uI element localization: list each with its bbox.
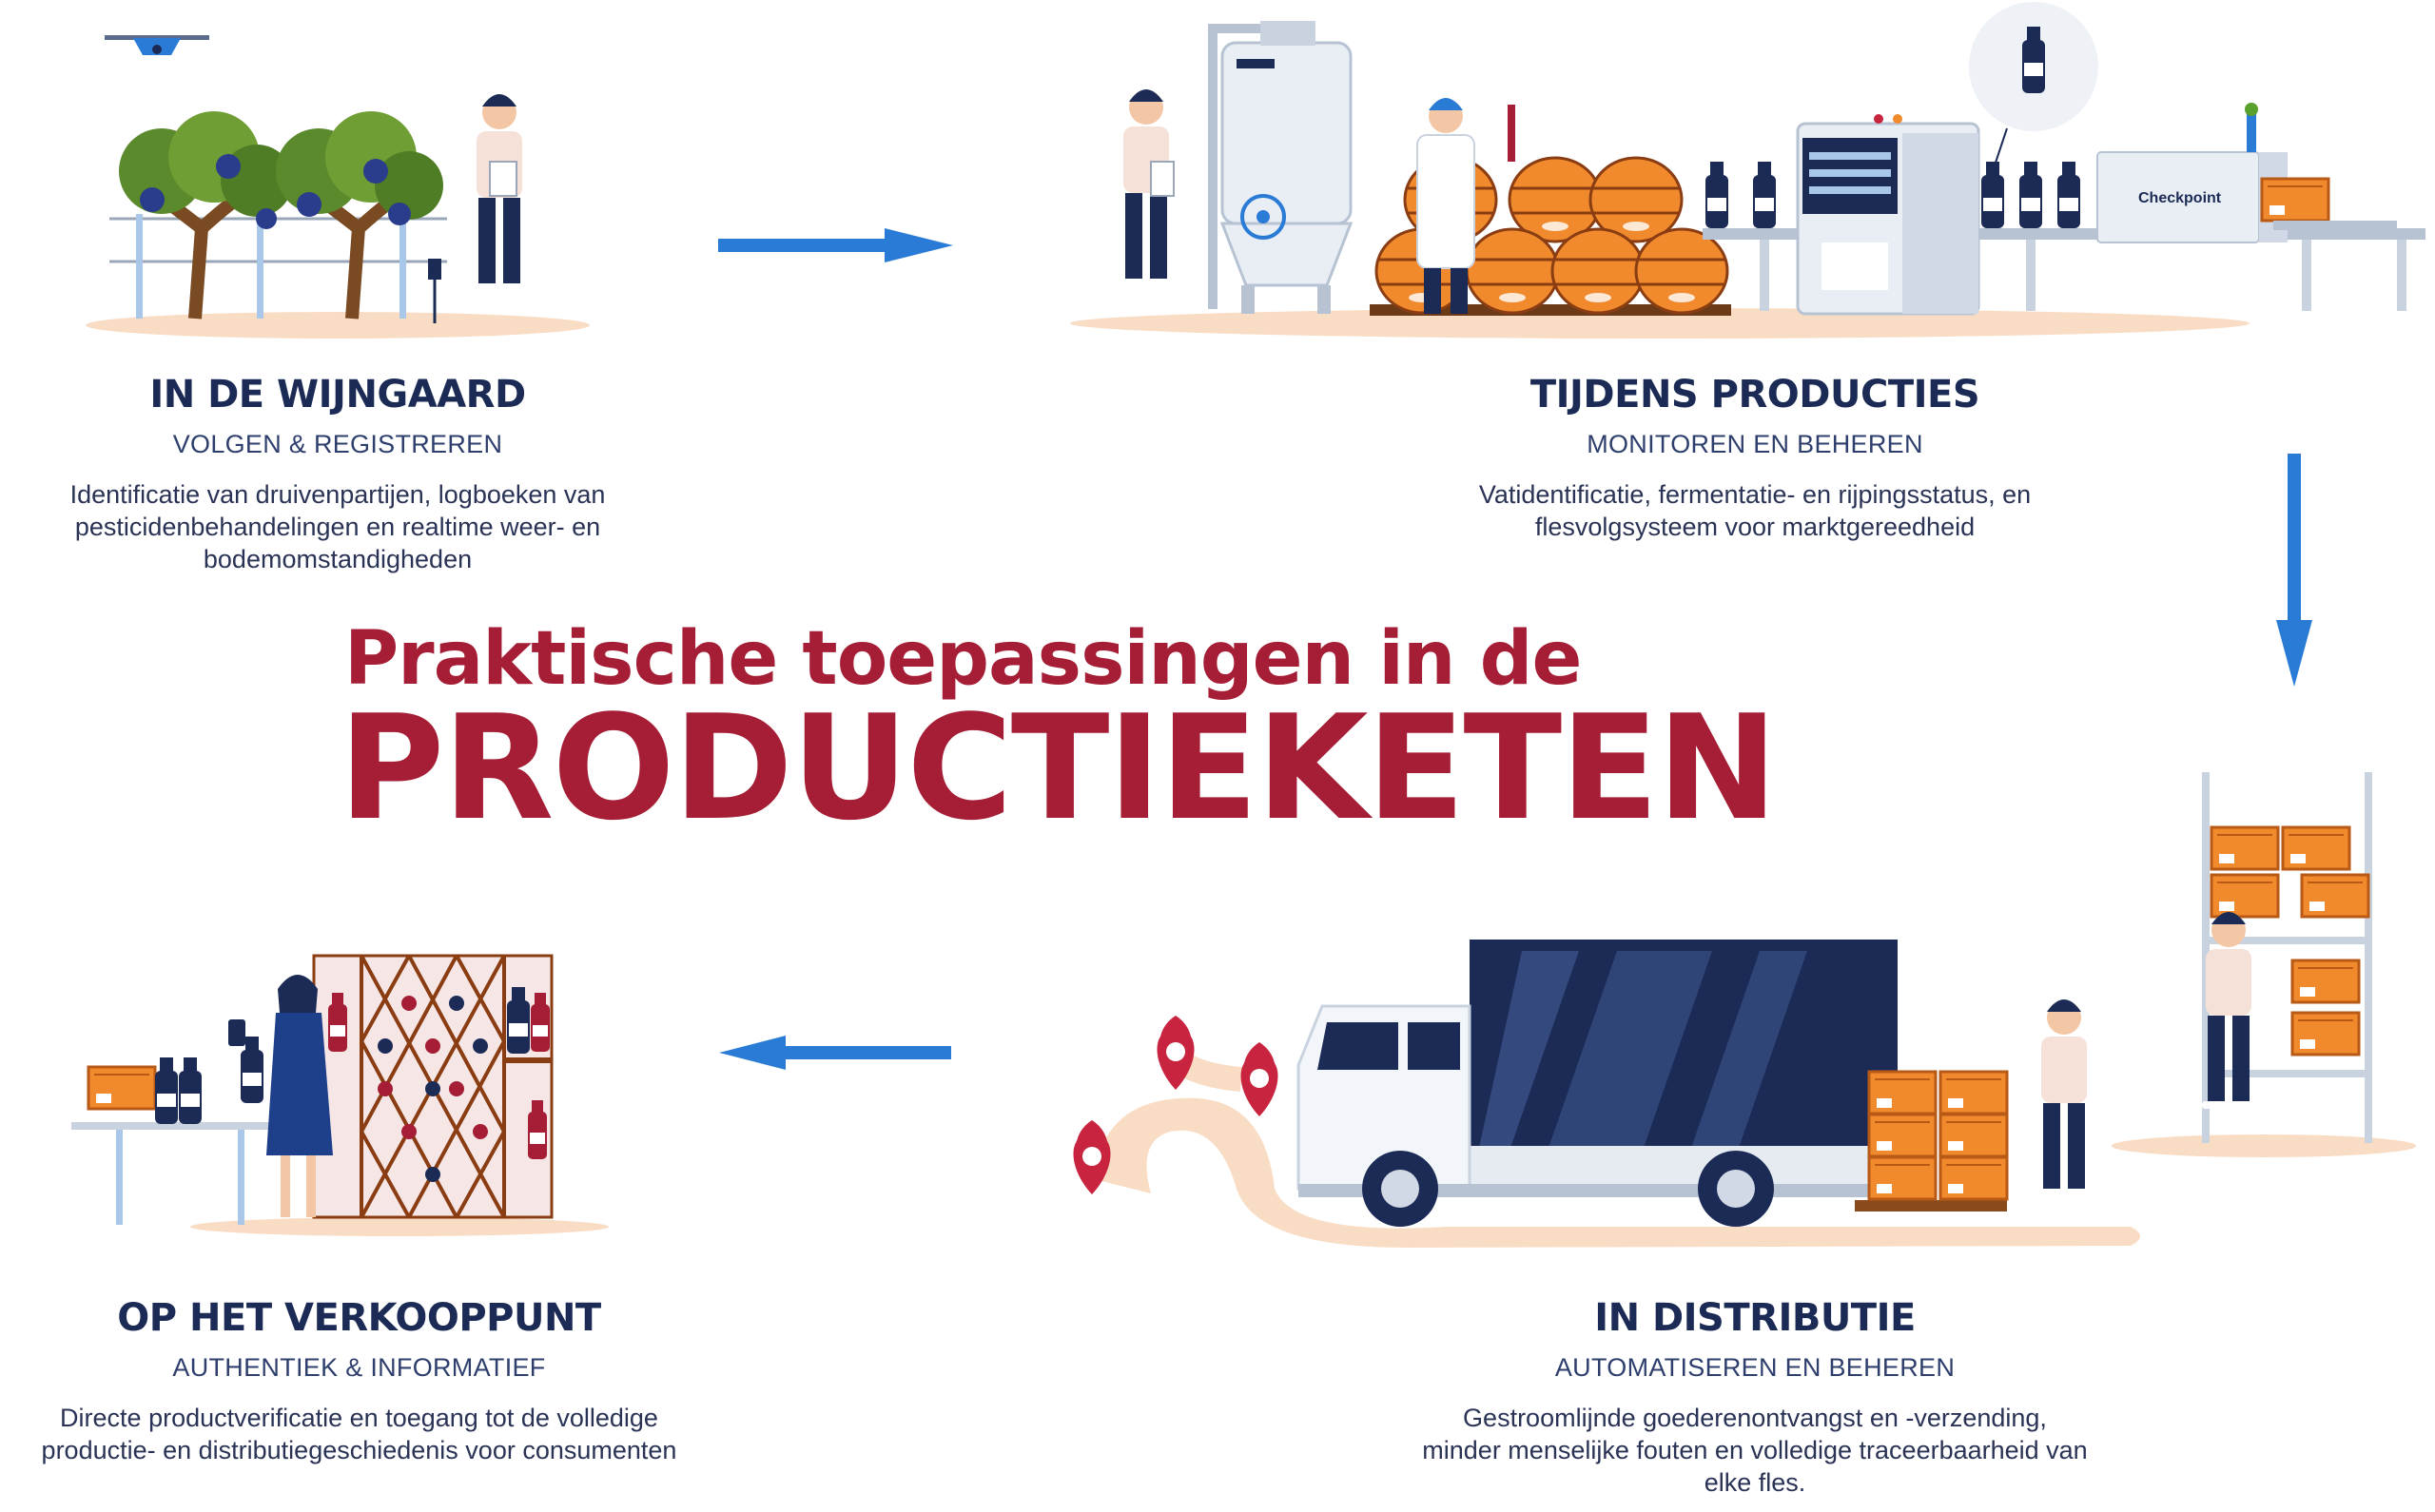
stage-point-of-sale: OP HET VERKOOPPUNT AUTHENTIEK & INFORMAT…: [0, 1296, 718, 1466]
arrow-left-icon: [719, 1036, 951, 1070]
description-line: productie- en distributiegeschiedenis vo…: [41, 1436, 677, 1464]
stage-subtitle: VOLGEN & REGISTREREN: [172, 430, 503, 458]
description-line: Vatidentificatie, fermentatie- en rijpin…: [1478, 480, 2032, 509]
description-line: Gestroomlijnde goederenontvangst en -ver…: [1463, 1404, 2047, 1432]
distribution-illustration: [1073, 772, 2416, 1248]
arrow-right-icon: [718, 228, 953, 262]
description-line: Directe productverificatie en toegang to…: [60, 1404, 658, 1432]
description-line: pesticidenbehandelingen en realtime weer…: [74, 513, 601, 541]
headline-line-2: PRODUCTIEKETEN: [339, 684, 1778, 852]
drone-icon: [105, 35, 209, 55]
description-line: elke fles.: [1704, 1468, 1806, 1497]
description-line: flesvolgsysteem voor marktgereedheid: [1534, 513, 1976, 541]
stage-title: OP HET VERKOOPPUNT: [117, 1296, 601, 1340]
stage-subtitle: MONITOREN EN BEHEREN: [1587, 430, 1923, 458]
stage-title: IN DE WIJNGAARD: [149, 373, 526, 417]
description-line: minder menselijke fouten en volledige tr…: [1422, 1436, 2088, 1464]
stage-title: IN DISTRIBUTIE: [1594, 1296, 1916, 1340]
map-pin-icon: [1073, 1120, 1111, 1194]
description-line: bodemomstandigheden: [203, 545, 473, 573]
checkpoint-label: Checkpoint: [2138, 190, 2222, 206]
stage-description: Identificatie van druivenpartijen, logbo…: [29, 478, 647, 575]
point-of-sale-illustration: [71, 954, 609, 1236]
stage-vineyard: IN DE WIJNGAARD VOLGEN & REGISTREREN Ide…: [29, 373, 647, 575]
arrow-down-icon: [2276, 454, 2312, 687]
stage-description: Vatidentificatie, fermentatie- en rijpin…: [1422, 478, 2088, 543]
stage-description: Gestroomlijnde goederenontvangst en -ver…: [1360, 1402, 2150, 1499]
headline-line-1: Praktische toepassingen in de: [344, 616, 1582, 702]
production-illustration: [1070, 2, 2425, 339]
stage-subtitle: AUTOMATISEREN EN BEHEREN: [1554, 1353, 1956, 1382]
stage-distribution: IN DISTRIBUTIE AUTOMATISEREN EN BEHEREN …: [1360, 1296, 2150, 1499]
stage-description: Directe productverificatie en toegang to…: [0, 1402, 718, 1466]
stage-production: TIJDENS PRODUCTIES MONITOREN EN BEHEREN …: [1422, 373, 2088, 543]
description-line: Identificatie van druivenpartijen, logbo…: [69, 480, 606, 509]
map-pin-icon: [1240, 1042, 1278, 1116]
stage-subtitle: AUTHENTIEK & INFORMATIEF: [172, 1353, 546, 1382]
vineyard-illustration: [86, 94, 590, 339]
stage-title: TIJDENS PRODUCTIES: [1529, 373, 1980, 417]
